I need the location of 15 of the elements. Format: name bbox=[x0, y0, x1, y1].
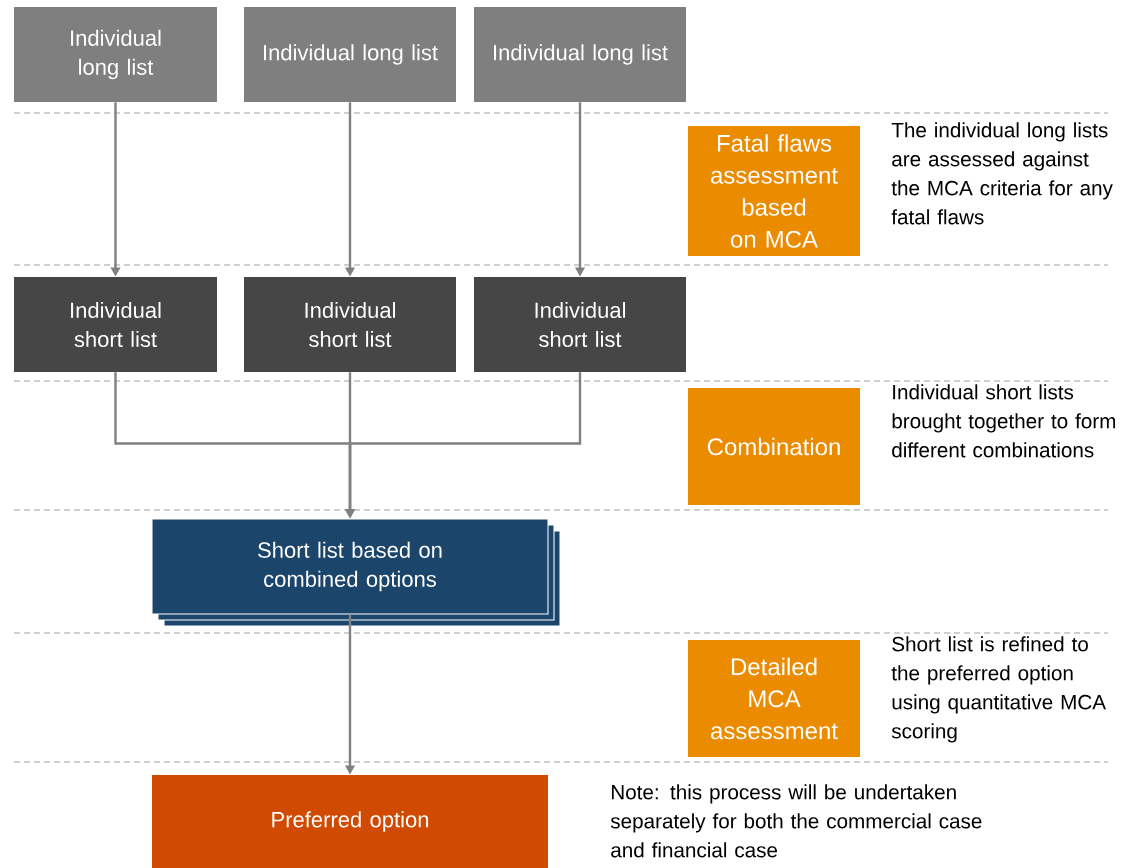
list-box: Individual short list bbox=[244, 277, 456, 372]
step-box: Detailed MCA assessment bbox=[688, 640, 860, 757]
stacked-box: Short list based on combined options bbox=[151, 518, 561, 627]
description-text: Short list is refined to the preferred option using quantitative MCA scoring bbox=[891, 636, 1106, 743]
list-box: Individual short list bbox=[474, 277, 686, 372]
note-text: Note: this process will be undertaken separately for both the commercial case and financial case bbox=[610, 784, 982, 858]
list-box: Individual long list bbox=[244, 7, 456, 102]
description-text: Individual short lists brought together to form different combinations bbox=[892, 384, 1116, 458]
description-text: The individual long lists are assessed against the MCA criteria for any fatal flaws bbox=[891, 122, 1113, 225]
list-box: Individual short list bbox=[14, 277, 217, 372]
list-box: Individual long list bbox=[14, 7, 217, 102]
result-box: Preferred option bbox=[152, 775, 548, 868]
list-box: Individual long list bbox=[474, 7, 686, 102]
step-box: Fatal flaws assessment based on MCA bbox=[688, 126, 860, 256]
step-box: Combination bbox=[688, 388, 860, 505]
